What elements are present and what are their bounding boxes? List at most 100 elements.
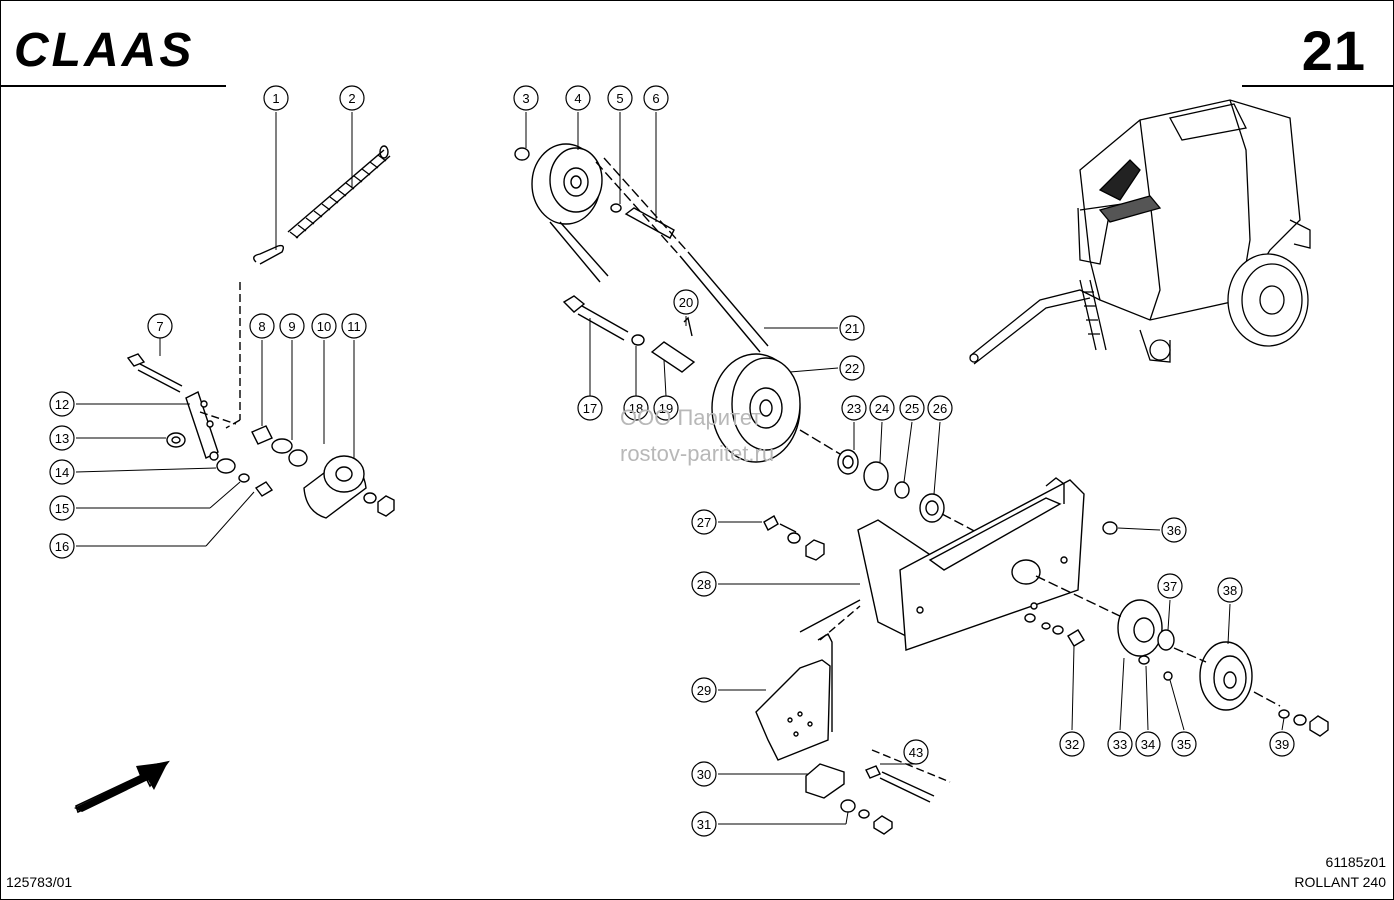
callout-11: 11 bbox=[341, 313, 367, 339]
callout-27: 27 bbox=[691, 509, 717, 535]
callout-20: 20 bbox=[673, 289, 699, 315]
svg-text:18: 18 bbox=[629, 401, 643, 416]
direction-arrow-fill bbox=[74, 762, 168, 812]
watermark-company: ООО Паритет bbox=[620, 405, 762, 430]
spring-hook-pin bbox=[225, 244, 285, 429]
svg-text:14: 14 bbox=[55, 465, 69, 480]
svg-text:38: 38 bbox=[1223, 583, 1237, 598]
svg-text:21: 21 bbox=[845, 321, 859, 336]
svg-text:24: 24 bbox=[875, 401, 889, 416]
watermark: ООО Паритет rostov-paritet.ru bbox=[620, 400, 774, 472]
callout-3: 3 bbox=[513, 85, 539, 111]
svg-text:32: 32 bbox=[1065, 737, 1079, 752]
svg-text:30: 30 bbox=[697, 767, 711, 782]
callout-22: 22 bbox=[839, 355, 865, 381]
callout-39: 39 bbox=[1269, 731, 1295, 757]
watermark-site: rostov-paritet.ru bbox=[620, 441, 775, 466]
callout-29: 29 bbox=[691, 677, 717, 703]
callout-28: 28 bbox=[691, 571, 717, 597]
claas-logo: CLAAS bbox=[14, 24, 194, 77]
svg-text:20: 20 bbox=[679, 295, 693, 310]
baler-illustration bbox=[969, 99, 1311, 365]
callout-18: 18 bbox=[623, 395, 649, 421]
svg-text:1: 1 bbox=[272, 91, 279, 106]
svg-text:4: 4 bbox=[574, 91, 581, 106]
page-number: 21 bbox=[1301, 19, 1366, 82]
callout-14: 14 bbox=[49, 459, 75, 485]
callout-13: 13 bbox=[49, 425, 75, 451]
callout-2: 2 bbox=[339, 85, 365, 111]
model-name: ROLLANT 240 bbox=[1294, 874, 1386, 890]
svg-text:25: 25 bbox=[905, 401, 919, 416]
callout-30: 30 bbox=[691, 761, 717, 787]
svg-text:26: 26 bbox=[933, 401, 947, 416]
callout-16: 16 bbox=[49, 533, 75, 559]
callout-31: 31 bbox=[691, 811, 717, 837]
brand-logo-text: CLAAS bbox=[14, 24, 194, 77]
arm-assembly bbox=[126, 353, 395, 519]
callout-34: 34 bbox=[1135, 731, 1161, 757]
callout-32: 32 bbox=[1059, 731, 1085, 757]
callout-36: 36 bbox=[1161, 517, 1187, 543]
callout-38: 38 bbox=[1217, 577, 1243, 603]
pulley-lower bbox=[562, 295, 851, 463]
callout-1: 1 bbox=[263, 85, 289, 111]
svg-text:43: 43 bbox=[909, 745, 923, 760]
callout-37: 37 bbox=[1157, 573, 1183, 599]
svg-text:9: 9 bbox=[288, 319, 295, 334]
svg-text:34: 34 bbox=[1141, 737, 1155, 752]
callout-26: 26 bbox=[927, 395, 953, 421]
svg-text:23: 23 bbox=[847, 401, 861, 416]
svg-text:39: 39 bbox=[1275, 737, 1289, 752]
bearing-set bbox=[837, 449, 981, 535]
svg-text:12: 12 bbox=[55, 397, 69, 412]
callout-17: 17 bbox=[577, 395, 603, 421]
svg-text:35: 35 bbox=[1177, 737, 1191, 752]
callout-10: 10 bbox=[311, 313, 337, 339]
svg-text:29: 29 bbox=[697, 683, 711, 698]
svg-text:19: 19 bbox=[659, 401, 673, 416]
svg-text:3: 3 bbox=[522, 91, 529, 106]
callout-7: 7 bbox=[147, 313, 173, 339]
callout-8: 8 bbox=[249, 313, 275, 339]
pulley-upper bbox=[514, 143, 769, 353]
svg-text:15: 15 bbox=[55, 501, 69, 516]
svg-text:28: 28 bbox=[697, 577, 711, 592]
mounting-bracket bbox=[763, 477, 1085, 651]
guard-plate bbox=[755, 633, 833, 761]
callout-21: 21 bbox=[839, 315, 865, 341]
callout-23: 23 bbox=[841, 395, 867, 421]
svg-text:22: 22 bbox=[845, 361, 859, 376]
svg-text:6: 6 bbox=[652, 91, 659, 106]
idler-assembly bbox=[1024, 521, 1329, 737]
svg-text:17: 17 bbox=[583, 401, 597, 416]
callout-19: 19 bbox=[653, 395, 679, 421]
svg-text:31: 31 bbox=[697, 817, 711, 832]
callout-15: 15 bbox=[49, 495, 75, 521]
clip-and-rod bbox=[805, 749, 951, 835]
callout-33: 33 bbox=[1107, 731, 1133, 757]
svg-text:16: 16 bbox=[55, 539, 69, 554]
callout-12: 12 bbox=[49, 391, 75, 417]
svg-text:36: 36 bbox=[1167, 523, 1181, 538]
svg-text:8: 8 bbox=[258, 319, 265, 334]
callout-35: 35 bbox=[1171, 731, 1197, 757]
callout-43: 43 bbox=[903, 739, 929, 765]
callout-24: 24 bbox=[869, 395, 895, 421]
callout-5: 5 bbox=[607, 85, 633, 111]
svg-text:7: 7 bbox=[156, 319, 163, 334]
svg-text:11: 11 bbox=[347, 319, 361, 334]
callout-4: 4 bbox=[565, 85, 591, 111]
svg-text:13: 13 bbox=[55, 431, 69, 446]
svg-text:10: 10 bbox=[317, 319, 331, 334]
svg-text:2: 2 bbox=[348, 91, 355, 106]
callout-6: 6 bbox=[643, 85, 669, 111]
figure-code: 61185z01 bbox=[1325, 854, 1386, 870]
doc-number: 125783/01 bbox=[6, 874, 73, 890]
callout-25: 25 bbox=[899, 395, 925, 421]
svg-text:37: 37 bbox=[1163, 579, 1177, 594]
svg-text:27: 27 bbox=[697, 515, 711, 530]
tension-spring bbox=[287, 145, 391, 239]
leader-lines bbox=[75, 112, 1285, 825]
